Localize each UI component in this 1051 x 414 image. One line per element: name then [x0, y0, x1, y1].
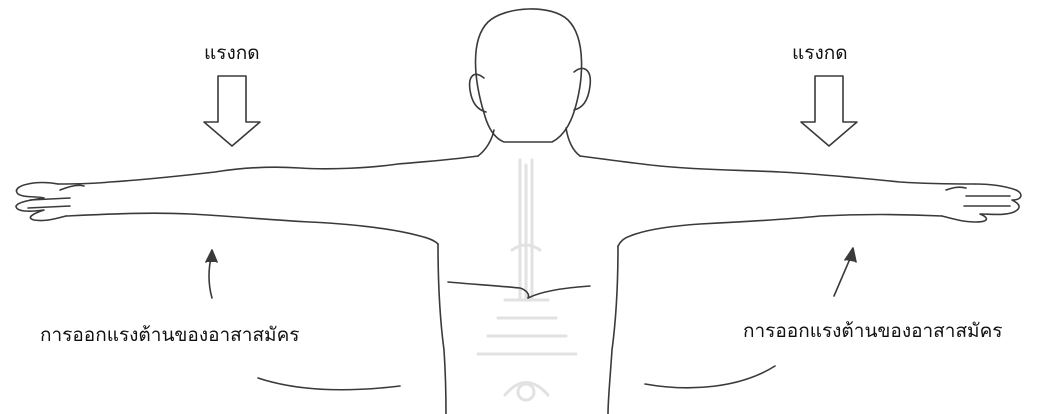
right-hand-fingers: [946, 187, 1010, 206]
label-resistance-left: การออกแรงต้านของอาสาสมัคร: [40, 326, 300, 345]
head-outline: [476, 9, 582, 142]
arms-lower-outline: [66, 213, 942, 246]
left-hand: [16, 183, 66, 221]
torso-right-side: [608, 246, 618, 414]
watermark-seal: [478, 160, 576, 400]
arms-upper-outline: [58, 156, 975, 184]
label-press-left: แรงกด: [204, 44, 260, 63]
press-arrow-right: [801, 76, 857, 146]
left-ear: [470, 74, 486, 112]
waist-curve-left: [258, 378, 400, 390]
label-press-right: แรงกด: [792, 44, 848, 63]
press-arrow-left: [204, 76, 260, 146]
torso-left-side: [438, 244, 446, 414]
right-hand: [942, 184, 1021, 222]
label-resistance-right: การออกแรงต้านของอาสาสมัคร: [743, 322, 1003, 341]
waist-curve-right: [645, 366, 775, 388]
resist-arrow-left: [206, 250, 217, 298]
resist-arrow-right: [834, 248, 856, 296]
